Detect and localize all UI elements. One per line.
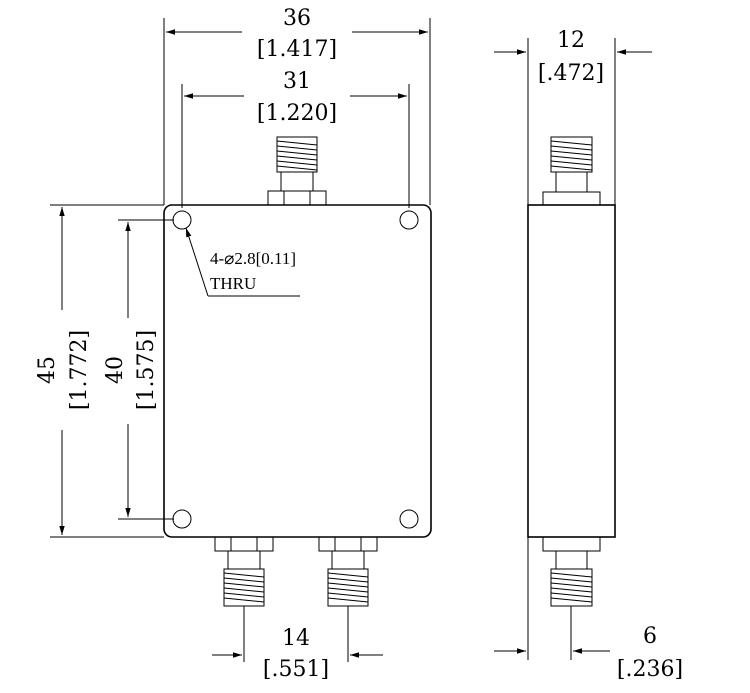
dim-hole-spacing-height: 40 [1.575] [103, 219, 174, 520]
dim-overall-width-inch: [1.417] [257, 37, 337, 62]
mounting-hole-top-left [172, 210, 192, 230]
top-connector [267, 136, 327, 206]
bottom-connector-right [318, 536, 378, 607]
side-body-outline [527, 204, 616, 538]
dim-overall-height-inch: [1.772] [67, 330, 92, 410]
dim-thickness: 12 [.472] [494, 28, 652, 205]
dim-overall-width-value: 36 [283, 6, 311, 31]
bottom-connector-left [214, 536, 274, 607]
dim-hole-spacing-width-value: 31 [283, 69, 311, 94]
dim-overall-width: 36 [1.417] [163, 6, 431, 205]
side-top-connector [542, 136, 601, 206]
dim-connector-spacing: 14 [.551] [212, 606, 383, 682]
dim-connector-offset-value: 6 [643, 624, 657, 649]
dim-hole-spacing-width: 31 [1.220] [181, 69, 410, 208]
mounting-hole-top-right [399, 210, 419, 230]
hole-note-size: 4-⌀2.8[0.11] [210, 249, 296, 268]
side-view [527, 136, 616, 607]
front-view: 4-⌀2.8[0.11] THRU [163, 136, 432, 607]
mounting-hole-bottom-left [172, 509, 192, 529]
dim-overall-height-value: 45 [35, 356, 60, 384]
dim-connector-spacing-value: 14 [282, 626, 310, 651]
hole-note-leader [185, 227, 300, 297]
dim-connector-spacing-inch: [.551] [263, 657, 329, 682]
dim-thickness-inch: [.472] [538, 61, 604, 86]
front-body-outline [163, 204, 432, 538]
dim-connector-offset-inch: [.236] [617, 657, 683, 682]
dim-connector-offset: 6 [.236] [494, 537, 683, 682]
dim-thickness-value: 12 [557, 28, 585, 53]
dim-hole-spacing-width-inch: [1.220] [257, 101, 337, 126]
side-bottom-connector [542, 536, 601, 607]
dim-hole-spacing-height-inch: [1.575] [134, 330, 159, 410]
hole-note-thru: THRU [210, 274, 256, 293]
dim-hole-spacing-height-value: 40 [103, 356, 128, 384]
dim-overall-height: 45 [1.772] [35, 204, 164, 538]
mounting-hole-bottom-right [399, 509, 419, 529]
